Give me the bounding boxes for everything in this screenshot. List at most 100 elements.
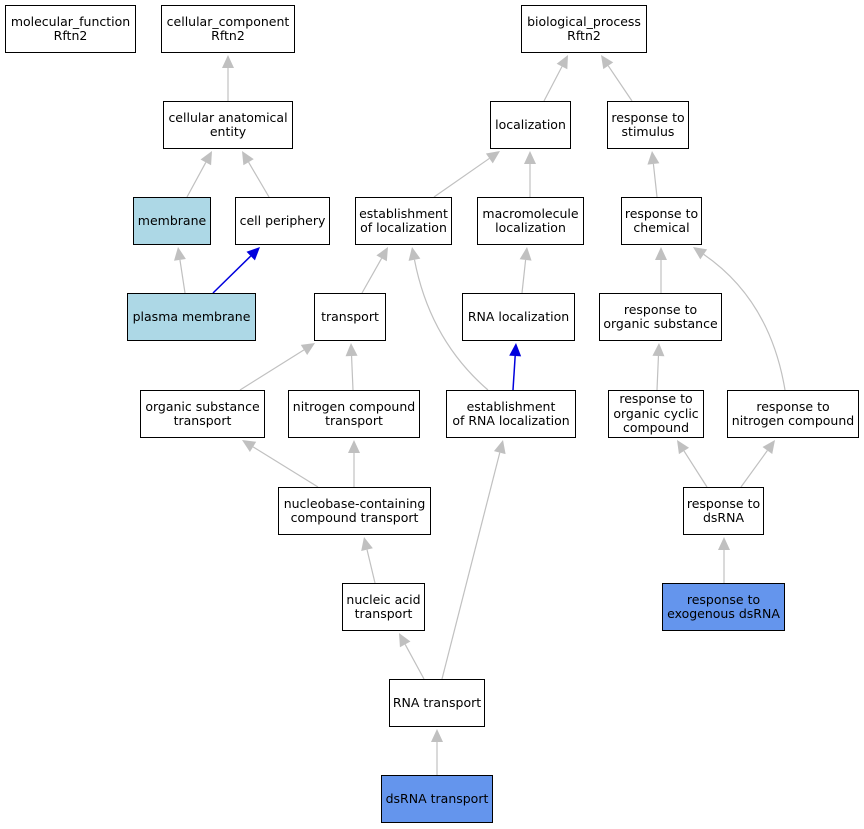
node-response-to-exogenous-dsrna[interactable]: response to exogenous dsRNA (662, 583, 785, 631)
edge-arrowhead (509, 343, 522, 357)
edge-dsrna-to-nitrogen (740, 440, 775, 488)
node-organic-substance-transport[interactable]: organic substance transport (140, 390, 265, 438)
node-localization[interactable]: localization (490, 101, 571, 149)
edge-arrowhead (655, 247, 667, 260)
edge-estloc-to-localization (433, 151, 500, 198)
edge-arrowhead (242, 151, 254, 166)
edge-arrowhead (485, 151, 500, 164)
edge-arrowhead (718, 537, 730, 550)
edge-exo-to-dsrna (718, 537, 730, 583)
node-response-to-stimulus[interactable]: response to stimulus (607, 101, 689, 149)
edge-arrowhead (493, 440, 506, 455)
node-rna-localization[interactable]: RNA localization (462, 293, 575, 341)
edge-arrowhead (399, 633, 411, 648)
edge-arrowhead (361, 537, 373, 552)
edge-line (703, 253, 786, 391)
node-macromolecule-localization[interactable]: macromolecule localization (477, 197, 584, 245)
edge-line (212, 255, 252, 294)
edge-arrowhead (601, 55, 614, 70)
edge-nct-to-transport (345, 343, 358, 391)
node-response-to-dsrna[interactable]: response to dsRNA (683, 487, 764, 535)
edge-arrowhead (647, 151, 660, 165)
node-response-to-nitrogen-compound[interactable]: response to nitrogen compound (727, 390, 859, 438)
edge-line (366, 549, 376, 584)
edge-cyclic-to-organic (652, 343, 665, 391)
edge-line (350, 355, 354, 391)
edge-line (433, 157, 490, 198)
edge-arrowhead (431, 729, 443, 742)
node-dsrna-transport[interactable]: dsRNA transport (381, 775, 493, 823)
node-response-to-organic-cyclic-compound[interactable]: response to organic cyclic compound (608, 390, 704, 438)
edge-line (239, 349, 305, 391)
edge-line (512, 355, 516, 391)
edge-arrowhead (348, 440, 360, 453)
node-biological-process[interactable]: biological_process Rftn2 (521, 5, 647, 53)
node-nitrogen-compound-transport[interactable]: nitrogen compound transport (288, 390, 420, 438)
edge-arrowhead (174, 247, 186, 261)
edge-rnat-to-nat (399, 633, 425, 680)
edge-arrowhead (246, 247, 260, 261)
edge-nitrogen-to-chemical (693, 247, 786, 391)
node-response-to-chemical[interactable]: response to chemical (621, 197, 702, 245)
edge-arrowhead (652, 343, 665, 357)
edge-ost-to-transport (239, 343, 315, 391)
edge-rnaloc-to-macroloc (519, 247, 532, 294)
edge-stimulus-to-bp (601, 55, 633, 102)
node-cell-periphery[interactable]: cell periphery (235, 197, 330, 245)
node-establishment-of-localization[interactable]: establishment of localization (355, 197, 452, 245)
edge-ncct-to-ost (242, 440, 319, 488)
edge-arrowhead (242, 440, 257, 452)
edge-line (252, 446, 319, 488)
edge-arrowhead (408, 247, 421, 261)
edge-estrna-to-rnaloc (509, 343, 522, 391)
edge-dsrna-to-cyclic (677, 440, 708, 488)
edge-macroloc-to-localization (524, 151, 536, 197)
node-response-to-organic-substance[interactable]: response to organic substance (599, 293, 722, 341)
edge-arrowhead (524, 151, 536, 164)
edge-line (186, 162, 207, 198)
edge-transport-to-estloc (361, 247, 388, 294)
edge-line (607, 65, 633, 102)
node-molecular-function[interactable]: molecular_function Rftn2 (5, 5, 136, 53)
edge-arrowhead (200, 151, 212, 166)
edge-arrowhead (519, 247, 532, 261)
edge-plasma-to-membrane (174, 247, 186, 294)
edge-arrowhead (345, 343, 358, 357)
edge-line (521, 259, 527, 294)
edge-arrowhead (762, 440, 775, 455)
node-plasma-membrane[interactable]: plasma membrane (127, 293, 256, 341)
edge-arrowhead (677, 440, 690, 455)
node-nucleobase-containing-compound-transport[interactable]: nucleobase-containing compound transport (278, 487, 431, 535)
edge-line (652, 163, 658, 198)
node-nucleic-acid-transport[interactable]: nucleic acid transport (342, 583, 425, 631)
node-membrane[interactable]: membrane (133, 197, 211, 245)
node-rna-transport[interactable]: RNA transport (389, 679, 485, 727)
edge-membrane-to-cae (186, 151, 212, 198)
edge-plasma-to-periphery (212, 247, 260, 294)
node-establishment-of-rna-localization[interactable]: establishment of RNA localization (446, 390, 576, 438)
edge-periphery-to-cae (242, 151, 270, 198)
node-transport[interactable]: transport (314, 293, 386, 341)
edge-line (404, 644, 425, 680)
edge-arrowhead (376, 247, 388, 262)
edge-organic-to-chemical (655, 247, 667, 293)
edge-line (413, 259, 489, 391)
edge-chemical-to-stimulus (647, 151, 660, 198)
edge-localization-to-bp (543, 55, 568, 102)
edge-ncct-to-nct (348, 440, 360, 487)
node-cellular-component[interactable]: cellular_component Rftn2 (161, 5, 295, 53)
edge-line (441, 452, 501, 680)
edge-line (248, 161, 270, 198)
edge-dsrnat-to-rnat (431, 729, 443, 775)
node-cellular-anatomical-entity[interactable]: cellular anatomical entity (163, 101, 293, 149)
edge-line (740, 450, 768, 488)
edge-rnat-to-estrna (441, 440, 506, 680)
edge-estrna-to-estloc (408, 247, 489, 391)
edge-arrowhead (300, 343, 315, 355)
edge-line (179, 259, 186, 294)
edge-arrowhead (693, 247, 708, 260)
edge-line (683, 450, 708, 488)
edge-nat-to-ncct (361, 537, 376, 584)
